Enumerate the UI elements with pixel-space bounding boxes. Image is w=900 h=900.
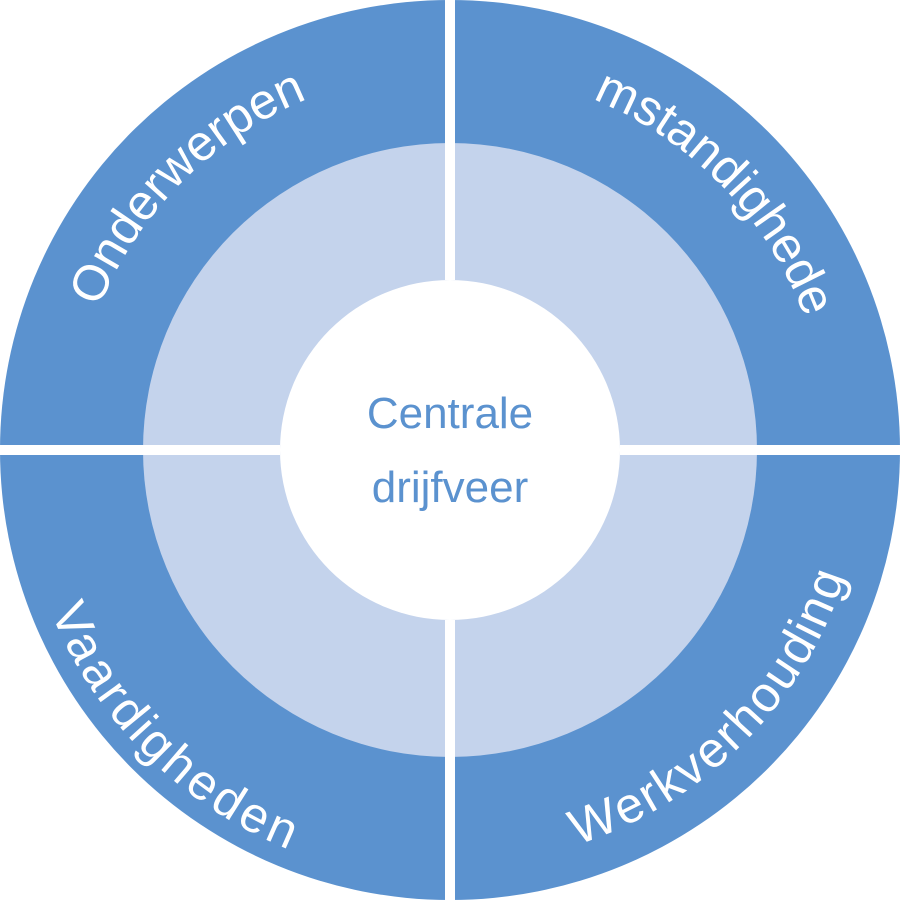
center-label-line2: drijfveer <box>372 463 529 512</box>
center-disc <box>280 280 620 620</box>
center-label-line1: Centrale <box>367 389 533 438</box>
